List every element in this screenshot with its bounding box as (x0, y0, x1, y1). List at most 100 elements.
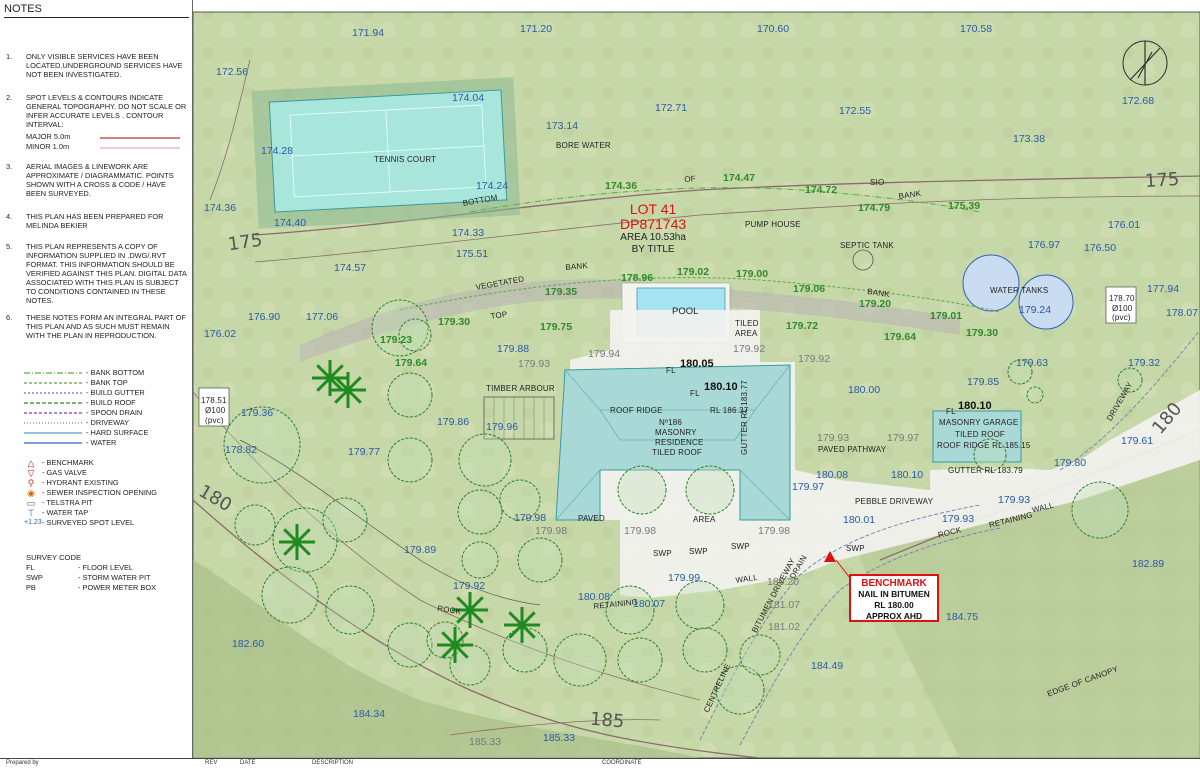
tree-canopy-icon (617, 637, 663, 683)
tree-canopy-icon (499, 479, 541, 521)
bank-spot-level: 175.39 (948, 200, 981, 212)
legend-line-label: - DRIVEWAY (86, 418, 130, 427)
tree-group (223, 299, 1143, 715)
spot-level: 171.94 (352, 27, 385, 39)
spot-level: 177.06 (306, 311, 339, 323)
water-tank[interactable] (962, 254, 1020, 312)
bank-spot-level: 179.20 (859, 298, 892, 310)
survey-code-desc: - POWER METER BOX (78, 583, 157, 592)
note-text: THESE NOTES FORM AN INTEGRAL PART OF THI… (26, 313, 186, 340)
bank-spot-level: 179.30 (966, 327, 999, 339)
benchmark-box[interactable]: BENCHMARK NAIL IN BITUMEN RL 180.00 APPR… (849, 574, 939, 622)
legend-line-swatch (24, 442, 82, 444)
spot-level: 174.36 (204, 202, 237, 214)
legend-symbol-label: - GAS VALVE (42, 468, 87, 477)
lot-number: LOT 41 (629, 201, 677, 217)
spot-level: 179.89 (404, 544, 437, 556)
hard-surface-spot-level: 179.92 (798, 353, 831, 365)
tree-canopy-icon (461, 541, 499, 579)
spot-level: 182.89 (1132, 558, 1165, 570)
survey-code: PB (26, 583, 36, 592)
palm-tree-icon (452, 592, 488, 628)
tree-canopy-icon (223, 406, 301, 484)
bank-spot-level: 179.64 (884, 331, 917, 343)
note-text: SPOT LEVELS & CONTOURS INDICATE GENERAL … (26, 93, 187, 129)
spot-level: 171.20 (520, 23, 553, 35)
spot-level: 179.93 (942, 513, 975, 525)
septic-tank[interactable] (852, 249, 874, 271)
timber-arbour[interactable] (483, 396, 555, 440)
hard-surface-spot-level: 179.98 (624, 525, 657, 537)
tree-canopy-icon (1007, 359, 1033, 385)
feature-label-pvc-1-a: 178.51 (201, 396, 227, 405)
spot-level: 179.36 (241, 407, 274, 419)
bank-spot-level: 174.79 (858, 202, 891, 214)
spot-level: 179.63 (1016, 357, 1049, 369)
feature-label-pvc-2-c: (pvc) (1112, 313, 1131, 322)
hard-surface-spot-level: 179.93 (817, 432, 850, 444)
bank-spot-level: 179.75 (540, 321, 573, 333)
tree-canopy-icon (387, 437, 433, 483)
water-tank[interactable] (1018, 274, 1074, 330)
feature-label-tennis-court: TENNIS COURT (374, 155, 437, 164)
title-coordinate: COORDINATE (602, 760, 642, 766)
hard-surface-spot-level: 179.94 (588, 348, 621, 360)
survey-code-desc: - STORM WATER PIT (78, 573, 151, 582)
tree-canopy-icon (553, 633, 607, 687)
spot-level: 178.82 (225, 444, 258, 456)
map-canvas[interactable] (193, 0, 1200, 758)
feature-label-water-tanks: WATER TANKS (990, 286, 1049, 295)
spoon-drain (239, 439, 541, 606)
legend-line-swatch (24, 392, 82, 394)
bank-spot-level: 179.64 (395, 357, 428, 369)
feature-label-pvc-1-c: (pvc) (205, 416, 224, 425)
spot-level: 179.92 (453, 580, 486, 592)
spot-level: 176.02 (204, 328, 237, 340)
contour-label: 185 (589, 708, 626, 733)
tree-canopy-icon (502, 627, 548, 673)
feature-label-pool: POOL (672, 306, 699, 317)
hard-surface-spot-level: 179.97 (887, 432, 920, 444)
title-description: DESCRIPTION (312, 760, 354, 766)
feature-label-swp: SWP (653, 549, 672, 558)
vegetated-bank (300, 279, 960, 362)
garage-roof[interactable] (932, 410, 1022, 463)
legend-symbol-label: - SURVEYED SPOT LEVEL (42, 518, 135, 527)
spot-level: 172.55 (839, 105, 872, 117)
spot-level: 176.01 (1108, 219, 1141, 231)
floor-level: 180.10 (704, 381, 738, 393)
feature-label-garage-gutter: GUTTER RL 183.79 (948, 466, 1023, 475)
survey-map[interactable]: 175 175 180 180 185 LOT 41 DP871743 AREA… (193, 0, 1200, 758)
spot-level: 185.33 (543, 732, 576, 744)
legend-symbol-label: - SEWER INSPECTION OPENING (42, 488, 157, 497)
tree-canopy-icon (1117, 367, 1143, 393)
tree-canopy-icon (398, 318, 432, 352)
title-prepared: Prepared by (6, 760, 39, 766)
benchmark-line1: NAIL IN BITUMEN (858, 589, 930, 599)
spot-level: 184.49 (811, 660, 844, 672)
note-number: 6. (6, 313, 13, 322)
spot-level: 178.07 (1166, 307, 1199, 319)
feature-label-fl-label: FL (690, 389, 700, 398)
spot-level: 173.14 (546, 120, 579, 132)
spot-level: 177.94 (1147, 283, 1180, 295)
bank-spot-level: 179.06 (793, 283, 826, 295)
legend-line-swatch (24, 422, 82, 424)
survey-code-title: SURVEY CODE (26, 553, 82, 562)
spot-level: 179.80 (1054, 457, 1087, 469)
lot-area: AREA 10.53ha (620, 232, 686, 243)
spot-level: 176.90 (248, 311, 281, 323)
legend-line-label: - BUILD ROOF (86, 398, 136, 407)
spot-level: 173.38 (1013, 133, 1046, 145)
feature-label-tiled-area-2: AREA (735, 329, 758, 338)
legend-symbol-icon: ⚲ (27, 478, 35, 488)
legend-symbol-icon: +1.23 (24, 519, 42, 526)
bank-spot-level: 179.02 (677, 266, 710, 278)
spot-level: 174.04 (452, 92, 485, 104)
note-number: 3. (6, 162, 13, 171)
feature-label-pvc-1-b: Ø100 (205, 406, 226, 415)
contour-label: 175 (1144, 168, 1181, 193)
pvc-box (198, 387, 230, 427)
spot-level: 172.68 (1122, 95, 1155, 107)
spot-level: 179.93 (998, 494, 1031, 506)
